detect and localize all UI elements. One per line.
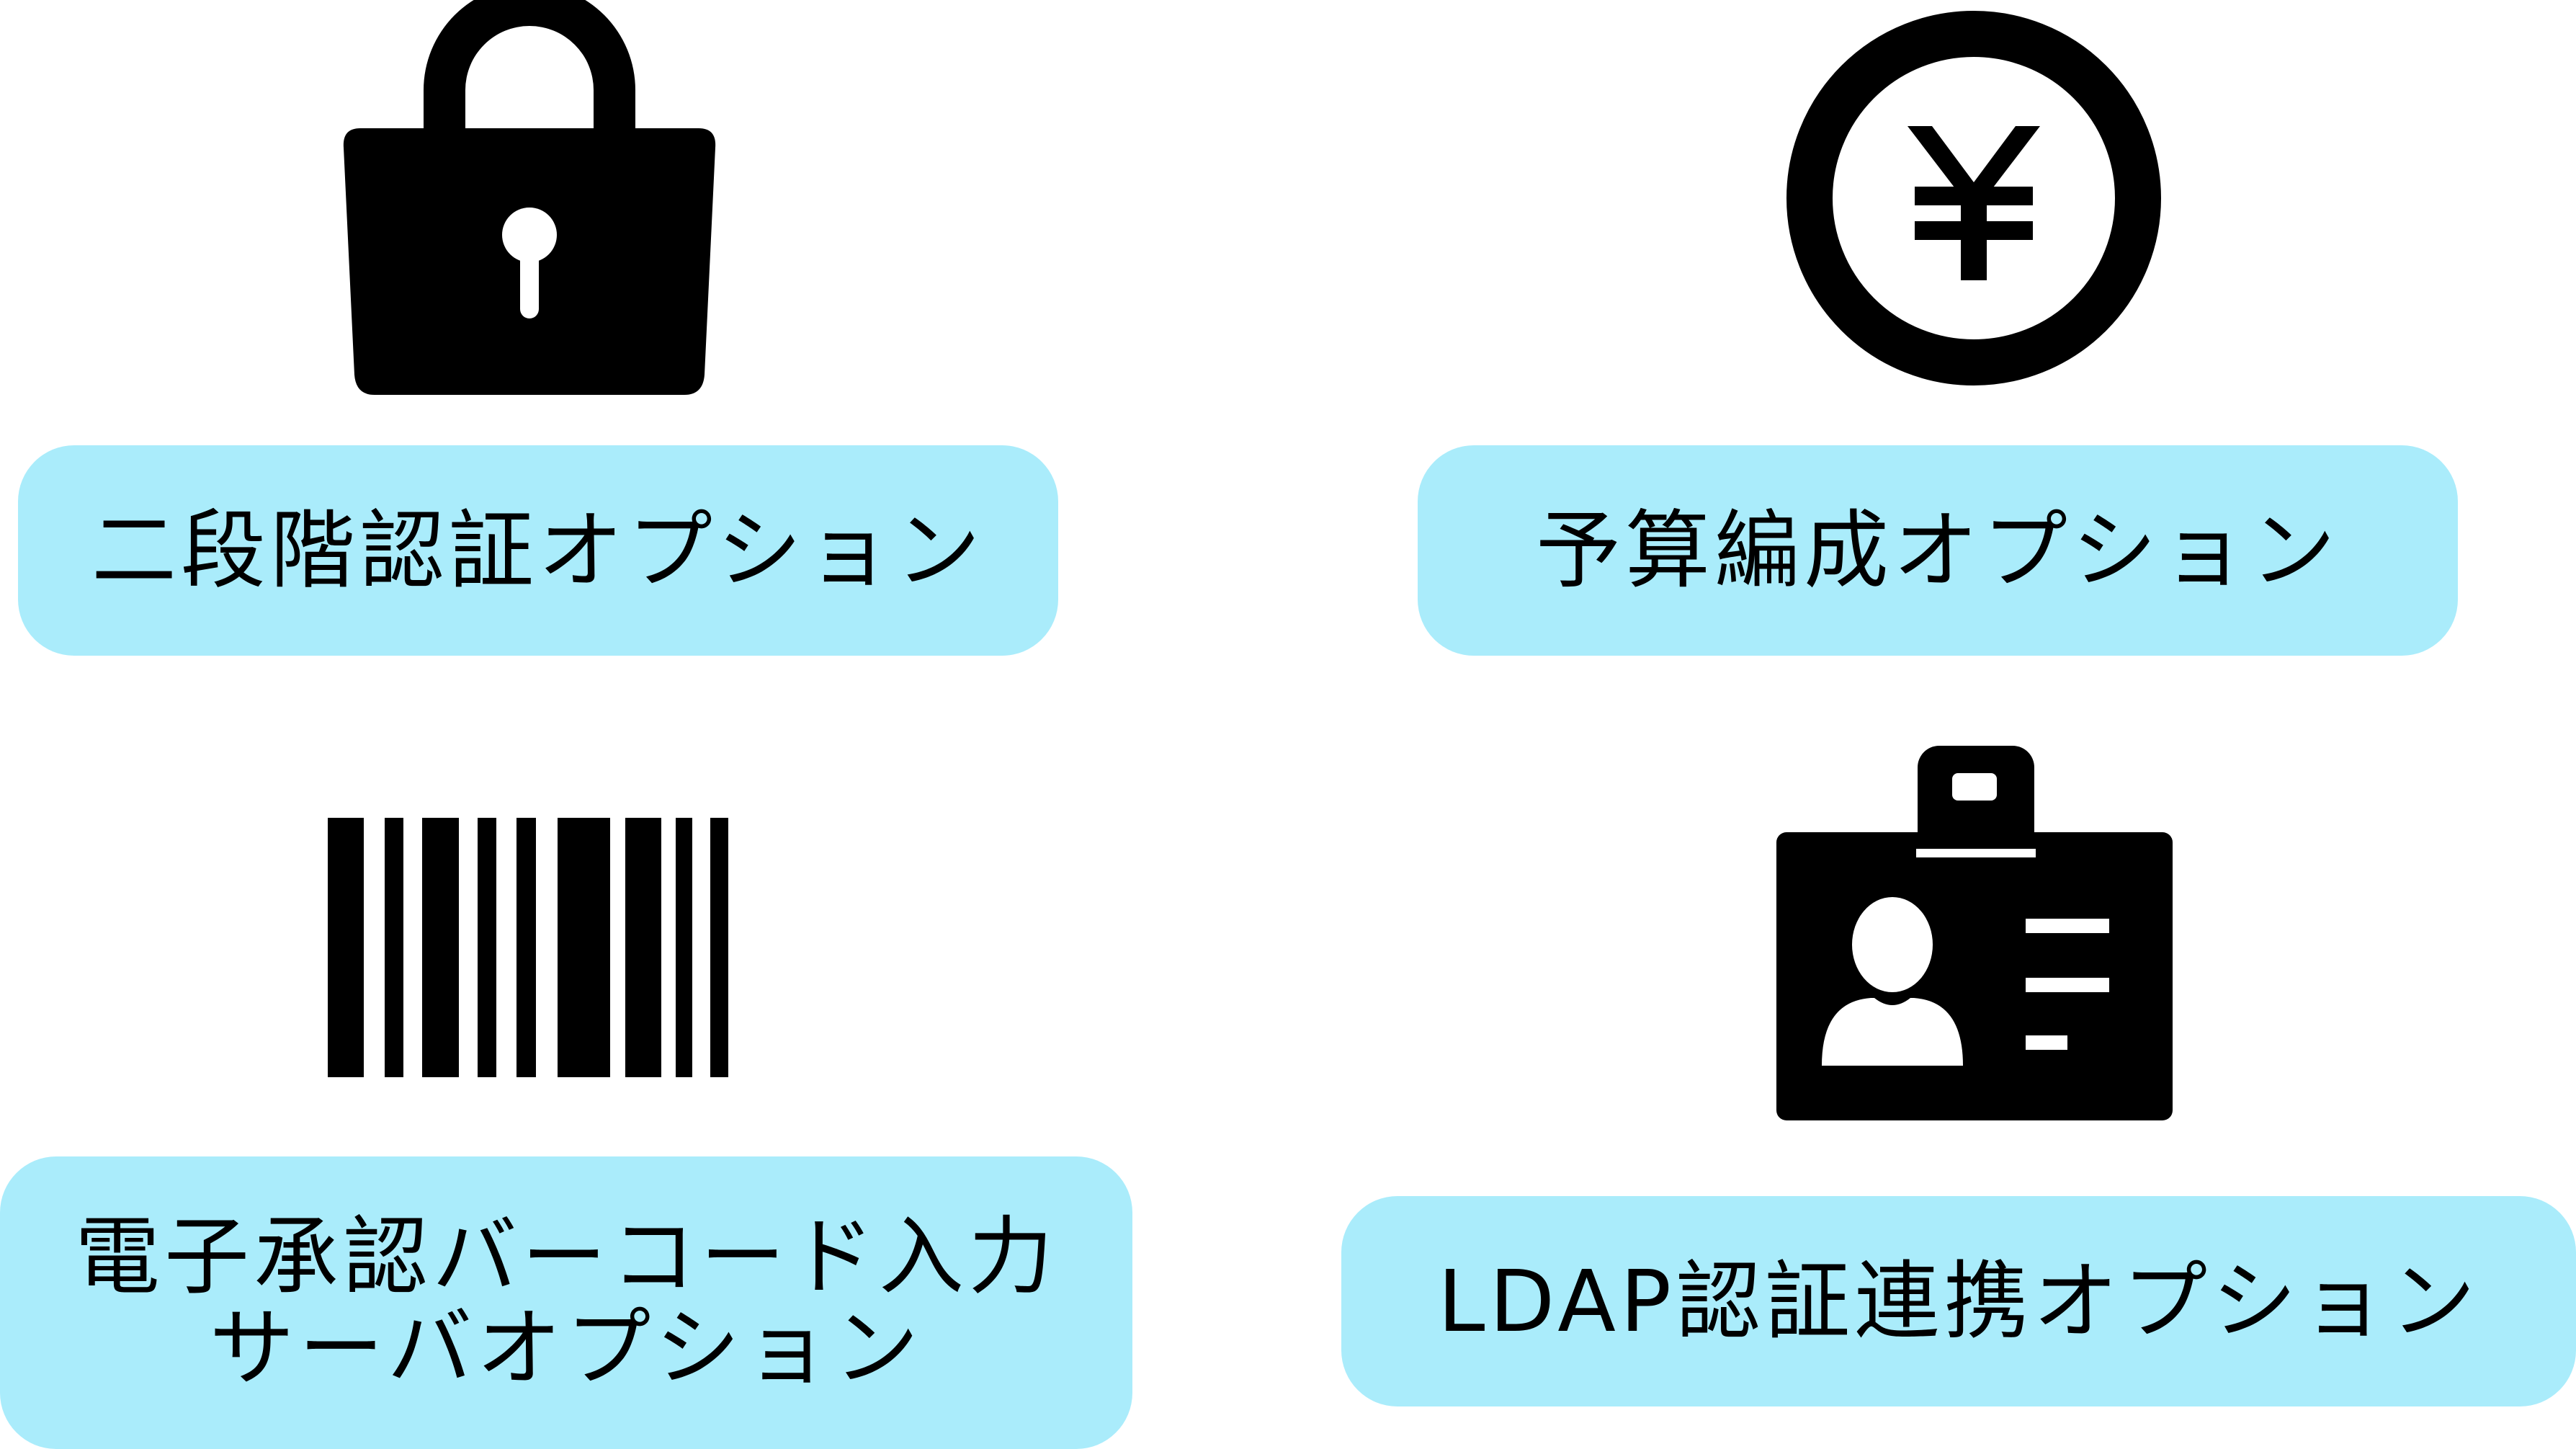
- two-factor-auth-option-text: 二段階認証オプション: [91, 500, 985, 600]
- id-badge-icon: [1774, 746, 2175, 1122]
- yen-coin-icon: [1786, 11, 2161, 385]
- budget-planning-option-label: 予算編成オプション: [1418, 445, 2458, 656]
- lock-icon: [339, 0, 720, 396]
- barcode-server-option-text-line1: 電子承認バーコード入力: [74, 1206, 1057, 1306]
- ldap-auth-option-label: LDAP認証連携オプション: [1341, 1196, 2576, 1406]
- two-factor-auth-option-label: 二段階認証オプション: [18, 445, 1058, 656]
- barcode-icon: [328, 818, 731, 1077]
- ldap-auth-option-text: LDAP認証連携オプション: [1437, 1251, 2480, 1351]
- barcode-server-option-label: 電子承認バーコード入力 サーバオプション: [0, 1156, 1132, 1449]
- budget-planning-option-text: 予算編成オプション: [1535, 500, 2340, 600]
- barcode-server-option-text-line2: サーバオプション: [209, 1298, 923, 1398]
